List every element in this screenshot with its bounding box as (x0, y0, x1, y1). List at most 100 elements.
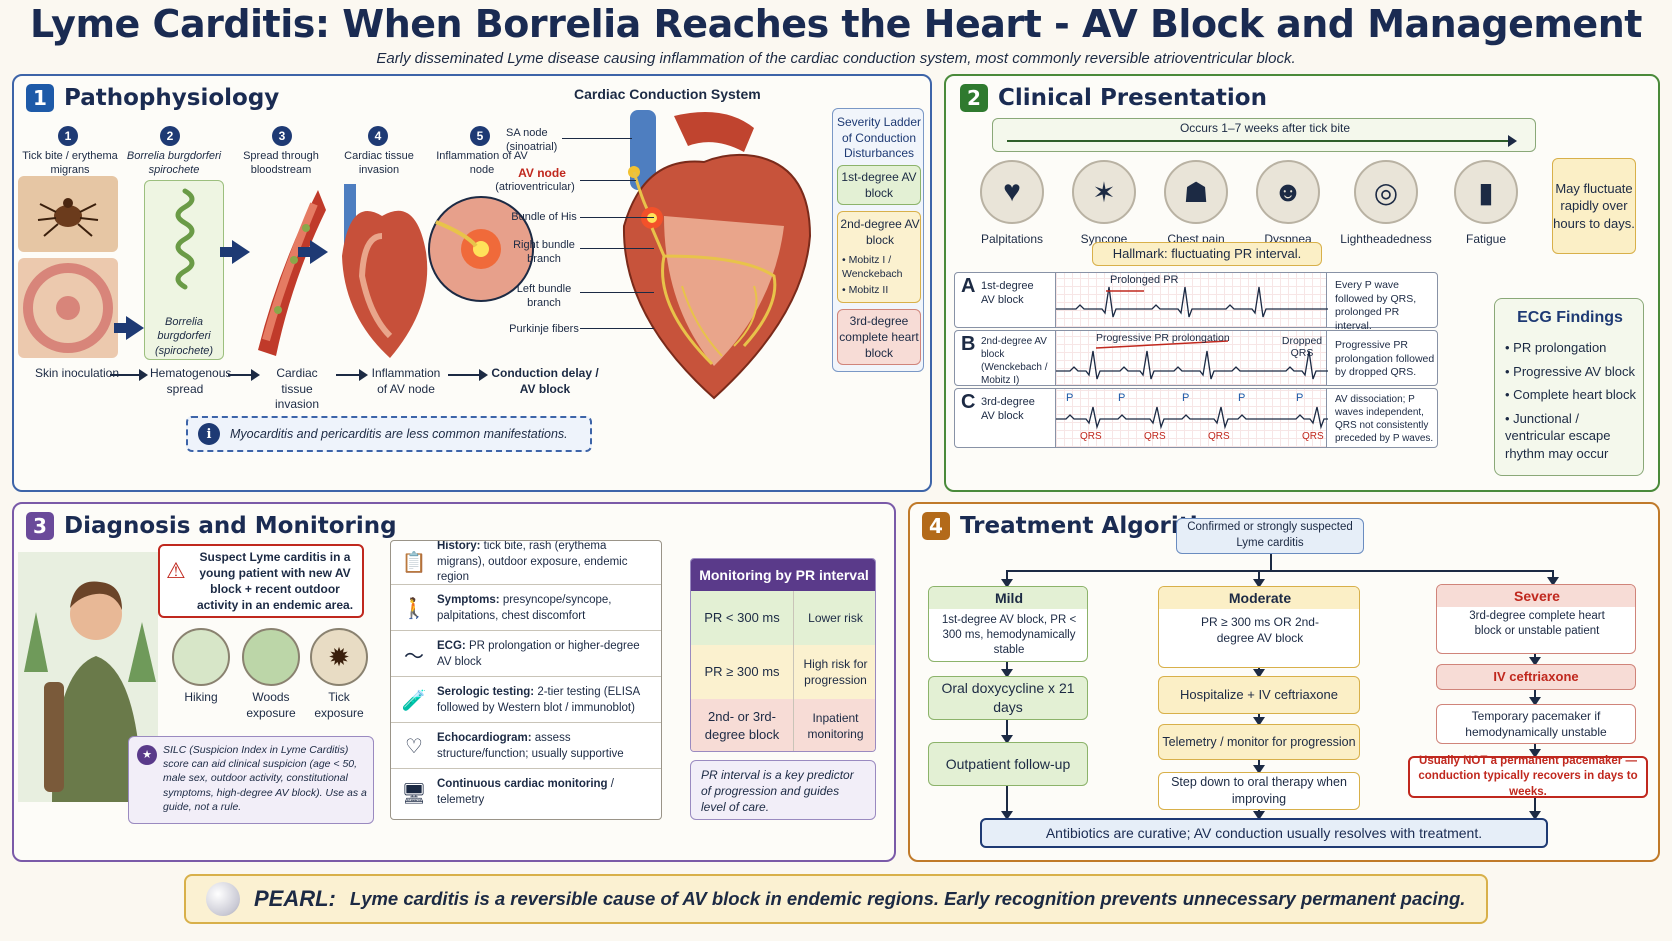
p-wave-label: P (1066, 392, 1074, 404)
ecg-name: 3rd-degree AV block (981, 396, 1035, 423)
ecg-row-first-degree: A 1st-degree AV block Prolonged PR Every… (954, 272, 1438, 332)
note-box: i Myocarditis and pericarditis are less … (186, 416, 592, 452)
connector-arrow (1001, 786, 1013, 820)
chest-pain-icon: ☗ (1164, 160, 1228, 224)
exposure-label: Hiking (184, 690, 218, 704)
step-label: Borrelia burgdorferi spirochete (126, 150, 222, 177)
leader-line (580, 292, 654, 293)
flow-step: Hematogenous spread (150, 366, 232, 396)
flow-arrow (336, 369, 368, 381)
ecg-desc: AV dissociation; P waves independent, QR… (1335, 394, 1434, 444)
severe-step-ceftriaxone: IV ceftriaxone (1436, 664, 1636, 690)
qrs-label: QRS (1144, 431, 1166, 442)
test-tube-icon: 🧪 (401, 690, 427, 712)
person-icon: 🚶 (401, 598, 427, 620)
panel-heading: Clinical Presentation (998, 85, 1267, 111)
hallmark-box: Hallmark: fluctuating PR interval. (1092, 242, 1322, 266)
step-number: 4 (368, 126, 388, 146)
panel-title: 2 Clinical Presentation (960, 84, 1267, 112)
panel-pathophysiology: 1 Pathophysiology 1 2 3 4 5 Tick bite / … (12, 74, 932, 492)
timeline-label: Occurs 1–7 weeks after tick bite (1179, 121, 1351, 135)
pearl-text: Lyme carditis is a reversible cause of A… (349, 888, 1466, 909)
note-text: Myocarditis and pericarditis are less co… (230, 427, 568, 441)
fainting-icon: ✶ (1072, 160, 1136, 224)
mild-desc: 1st-degree AV block, PR < 300 ms, hemody… (941, 614, 1077, 656)
ladder-second-item: • Mobitz II (842, 284, 889, 296)
moderate-heading: Moderate (1159, 587, 1359, 609)
panel-number: 2 (960, 84, 988, 112)
connector (1006, 570, 1554, 572)
mon-row-b: High risk for progression (793, 645, 875, 699)
flow-step: Conduction delay / AV block (491, 366, 599, 396)
start-box: Confirmed or strongly suspected Lyme car… (1176, 518, 1364, 554)
exposure-label: Woods exposure (246, 690, 296, 720)
final-box: Antibiotics are curative; AV conduction … (980, 818, 1548, 848)
page-subtitle: Early disseminated Lyme disease causing … (376, 50, 1296, 67)
ecg-row-third-degree: C 3rd-degree AV block P P P P P QRS QRS … (954, 388, 1438, 448)
monitor-icon: 🖥 (401, 782, 427, 805)
info-icon: i (198, 423, 220, 445)
ecg-strip-label: Dropped QRS (1281, 335, 1323, 359)
silc-box: ★ SILC (Suspicion Index in Lyme Carditis… (128, 736, 374, 824)
silc-text: SILC (Suspicion Index in Lyme Carditis) … (163, 744, 367, 813)
av-node-inflammation-illustration (428, 196, 534, 302)
ladder-second-item: • Mobitz I / Wenckebach (842, 254, 903, 280)
flow-step: Cardiac tissue invasion (274, 366, 320, 412)
step-label: Tick bite / erythema migrans (22, 150, 118, 177)
connector-arrow (1253, 714, 1265, 726)
spirochete-label: Borrelia burgdorferi (spirochete) (154, 316, 214, 357)
spirochete-panel: Borrelia burgdorferi (spirochete) (144, 180, 224, 360)
mild-heading: Mild (929, 587, 1087, 609)
ladder-title: Severity Ladder of Conduction Disturbanc… (836, 115, 922, 161)
woods-icon (242, 628, 300, 686)
panel-title: 1 Pathophysiology (26, 84, 279, 112)
bloodstream-illustration (258, 190, 326, 356)
panel-title: 3 Diagnosis and Monitoring (26, 512, 397, 540)
ecg-letter: C (961, 391, 976, 413)
connector-arrow (1253, 760, 1265, 774)
symptom-label: Lightheadedness (1340, 232, 1432, 246)
ladder-third-degree: 3rd-degree complete heart block (837, 309, 921, 365)
panel-number: 4 (922, 512, 950, 540)
ecg-desc: Progressive PR prolongation followed by … (1335, 339, 1435, 379)
qrs-label: QRS (1302, 431, 1324, 442)
symptom-label: Fatigue (1465, 232, 1507, 246)
flow-arrow (448, 369, 488, 381)
moderate-box: Moderate PR ≥ 300 ms OR 2nd-degree AV bl… (1158, 586, 1360, 668)
ccs-label-sa: SA node (sinoatrial) (506, 127, 558, 154)
p-wave-label: P (1238, 392, 1246, 404)
connector-arrow (1529, 744, 1541, 758)
step-arrow (114, 316, 144, 340)
mild-step-followup: Outpatient follow-up (928, 742, 1088, 786)
ccs-title: Cardiac Conduction System (574, 86, 761, 102)
ecg-desc: Every P wave followed by QRS, prolonged … (1335, 279, 1417, 332)
monitoring-title: Monitoring by PR interval (691, 559, 875, 591)
pearl-banner: PEARL: Lyme carditis is a reversible cau… (184, 874, 1488, 924)
moderate-desc: PR ≥ 300 ms OR 2nd-degree AV block (1201, 615, 1319, 645)
severe-step-pacemaker: Temporary pacemaker if hemodynamically u… (1436, 704, 1636, 744)
moderate-step-stepdown: Step down to oral therapy when improving (1158, 772, 1360, 810)
ecg-strip-label: Prolonged PR (1110, 274, 1179, 286)
flow-step: Inflammation of AV node (371, 366, 441, 396)
connector-arrow (1001, 720, 1013, 744)
findings-title: ECG Findings (1517, 309, 1623, 326)
panel-diagnosis: 3 Diagnosis and Monitoring ⚠ Suspect Lym… (12, 502, 896, 862)
ladder-second-degree: 2nd-degree AV block • Mobitz I / Wenckeb… (837, 211, 921, 303)
panel-number: 3 (26, 512, 54, 540)
timeline-box: Occurs 1–7 weeks after tick bite (992, 118, 1536, 152)
panel-clinical-presentation: 2 Clinical Presentation Occurs 1–7 weeks… (944, 74, 1660, 492)
qrs-label: QRS (1080, 431, 1102, 442)
finding-item: • Complete heart block (1505, 387, 1637, 403)
ecg-wave-icon: 〜 (404, 646, 424, 668)
ecg-name: 1st-degree AV block (981, 280, 1034, 307)
clipboard-icon: 📋 (401, 552, 427, 574)
step-number: 5 (470, 126, 490, 146)
leader-line (562, 138, 632, 139)
heart-conduction-illustration (622, 110, 812, 400)
severe-heading: Severe (1437, 585, 1635, 607)
p-wave-label: P (1182, 392, 1190, 404)
flow-arrow (110, 369, 148, 381)
finding-item: • PR prolongation (1505, 340, 1607, 355)
mon-row-a: 2nd- or 3rd-degree block (691, 699, 793, 751)
finding-item: • Junctional / ventricular escape rhythm… (1505, 410, 1611, 461)
